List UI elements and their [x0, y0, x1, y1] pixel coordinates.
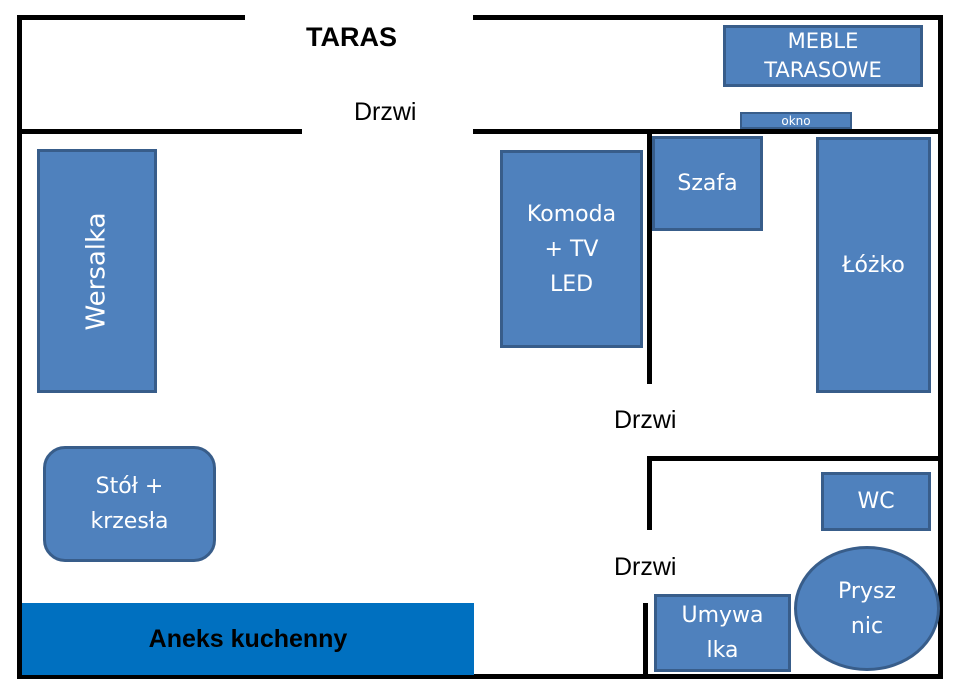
bathroom-wall-left-lower	[643, 603, 648, 677]
shower-label: Prysz nic	[838, 578, 896, 639]
kitchenette: Aneks kuchenny	[22, 603, 474, 675]
dresser-tv: Komoda + TV LED	[500, 150, 643, 348]
table-chairs-label: Stół + krzesła	[90, 474, 169, 534]
bed: Łóżko	[816, 137, 931, 393]
bathroom-wall-top	[647, 456, 943, 461]
sofa-bed-label: Wersalka	[81, 211, 112, 331]
bedroom-wall-upper	[647, 131, 652, 384]
table-chairs: Stół + krzesła	[43, 446, 216, 562]
window-label: okno	[781, 113, 811, 128]
patio-furniture-label: MEBLE TARASOWE	[764, 29, 882, 82]
wardrobe: Szafa	[652, 136, 763, 231]
outer-wall-top-right	[473, 15, 943, 20]
bedroom-door-label: Drzwi	[614, 406, 677, 434]
dresser-tv-label: Komoda + TV LED	[526, 201, 617, 297]
sink: Umywa lka	[654, 594, 791, 672]
wc: WC	[821, 472, 931, 531]
wc-label: WC	[857, 489, 895, 514]
shower: Prysz nic	[794, 546, 940, 671]
bathroom-door-label: Drzwi	[614, 553, 677, 581]
terrace-label: TARAS	[306, 22, 397, 52]
patio-furniture: MEBLE TARASOWE	[723, 25, 923, 87]
bed-label: Łóżko	[842, 252, 905, 278]
kitchenette-label: Aneks kuchenny	[148, 624, 348, 653]
outer-wall-bottom	[17, 674, 943, 679]
outer-wall-left	[17, 15, 22, 678]
terrace-door-label: Drzwi	[354, 98, 417, 126]
terrace-wall-right	[473, 129, 943, 134]
outer-wall-top-left	[17, 15, 245, 20]
sofa-bed: Wersalka	[37, 149, 157, 393]
sink-label: Umywa lka	[681, 603, 764, 663]
outer-wall-right	[938, 15, 943, 678]
window: okno	[740, 112, 852, 129]
wardrobe-label: Szafa	[677, 171, 738, 196]
terrace-wall-left	[17, 129, 302, 134]
bathroom-wall-left-upper	[647, 456, 652, 530]
